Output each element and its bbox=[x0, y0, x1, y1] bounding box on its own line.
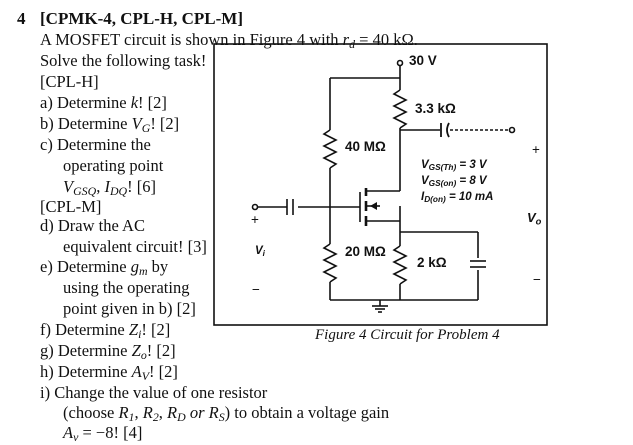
rd-resistor bbox=[392, 89, 408, 129]
vgs-on-spec: VGS(on) = 8 V bbox=[421, 175, 487, 189]
cpl-m-header: [CPL-M] bbox=[40, 197, 102, 216]
solve-instruction: Solve the following task! bbox=[40, 51, 207, 70]
task-b-tail: ! [2] bbox=[150, 114, 180, 133]
supply-terminal bbox=[396, 59, 404, 67]
task-f: f) Determine Zi! [2] bbox=[40, 320, 170, 342]
task-c-sub1: GSQ bbox=[73, 183, 97, 198]
cpl-h-header: [CPL-H] bbox=[40, 72, 99, 91]
r2-resistor bbox=[322, 243, 338, 283]
task-i-line3: Av = −8! [4] bbox=[63, 423, 142, 445]
task-f-text: Determine bbox=[55, 320, 129, 339]
task-c: c) Determine the bbox=[40, 135, 151, 155]
task-c-line1: Determine the bbox=[56, 135, 151, 154]
vi-minus: − bbox=[252, 282, 260, 297]
vo-plus: + bbox=[532, 142, 540, 157]
task-e-var: g bbox=[130, 257, 139, 276]
task-a-tail: ! [2] bbox=[138, 93, 167, 112]
task-i-line1: Change the value of one resistor bbox=[54, 383, 268, 402]
task-c-var2: I bbox=[104, 177, 110, 196]
rd-symbol: r bbox=[342, 30, 350, 49]
vi-label: Vi bbox=[255, 245, 265, 259]
task-b-var: V bbox=[131, 114, 142, 133]
task-g-text: Determine bbox=[57, 341, 132, 360]
task-c-var1: V bbox=[63, 177, 74, 196]
task-i-letter: i) bbox=[40, 383, 51, 402]
task-c-line2: operating point bbox=[63, 156, 164, 175]
task-f-tail: ! [2] bbox=[141, 320, 171, 339]
task-g-letter: g) bbox=[40, 341, 54, 360]
task-a-letter: a) bbox=[40, 93, 53, 112]
task-i-line2: (choose R1, R2, RD or RS) to obtain a vo… bbox=[63, 403, 390, 424]
task-d-line2: equivalent circuit! [3] bbox=[63, 237, 207, 256]
input-terminal bbox=[251, 203, 259, 211]
r2-label: 20 MΩ bbox=[345, 244, 386, 259]
id-on-spec: ID(on) = 10 mA bbox=[421, 191, 494, 205]
task-g: g) Determine Zo! [2] bbox=[40, 341, 176, 363]
task-g-tail: ! [2] bbox=[146, 341, 176, 360]
task-a: a) Determine k! [2] bbox=[40, 93, 167, 113]
task-c-letter: c) bbox=[40, 135, 53, 154]
task-b-text: Determine bbox=[57, 114, 132, 133]
task-i-av: A bbox=[63, 423, 74, 442]
task-e-line3: point given in b) [2] bbox=[63, 299, 196, 318]
output-cap-plate-right bbox=[446, 122, 450, 138]
task-f-var: Z bbox=[128, 320, 139, 339]
task-i: i) Change the value of one resistor bbox=[40, 383, 267, 403]
task-d: d) Draw the AC bbox=[40, 216, 145, 236]
task-i-or: or bbox=[185, 403, 209, 422]
figure-caption: Figure 4 Circuit for Problem 4 bbox=[315, 327, 500, 343]
mosfet-arrow-icon bbox=[370, 202, 377, 210]
task-c-sub2: DQ bbox=[109, 183, 128, 198]
task-h-text: Determine bbox=[57, 362, 132, 381]
task-i-av-sub: v bbox=[73, 429, 79, 444]
task-e: e) Determine gm by bbox=[40, 257, 168, 279]
output-terminal bbox=[508, 126, 516, 134]
task-h-sub: V bbox=[141, 368, 149, 383]
vgs-th-spec: VGS(Th) = 3 V bbox=[421, 159, 487, 173]
r1-resistor bbox=[322, 129, 338, 169]
task-i-line2-end: ) to obtain a voltage gain bbox=[224, 403, 390, 422]
supply-label: 30 V bbox=[409, 53, 437, 68]
task-b-letter: b) bbox=[40, 114, 54, 133]
vi-plus: + bbox=[251, 212, 259, 227]
task-e-sub: m bbox=[138, 263, 148, 278]
task-e-letter: e) bbox=[40, 257, 53, 276]
task-e-line1: Determine bbox=[56, 257, 131, 276]
rd-label: 3.3 kΩ bbox=[415, 101, 456, 116]
figure-frame bbox=[213, 43, 548, 326]
task-f-letter: f) bbox=[40, 320, 51, 339]
task-i-line2-prefix: (choose bbox=[63, 403, 119, 422]
task-d-line1: Draw the AC bbox=[57, 216, 145, 235]
task-h-letter: h) bbox=[40, 362, 54, 381]
vo-minus: − bbox=[533, 272, 541, 287]
task-i-rd: RD bbox=[167, 403, 186, 424]
task-i-r1: R1 bbox=[118, 403, 135, 424]
task-c-sep: , bbox=[96, 177, 105, 196]
task-e-line2: using the operating bbox=[63, 278, 190, 297]
task-g-sub: o bbox=[140, 347, 147, 362]
task-h-var: A bbox=[131, 362, 142, 381]
task-b: b) Determine VG! [2] bbox=[40, 114, 179, 136]
task-g-var: Z bbox=[131, 341, 141, 360]
problem-number: 4 bbox=[17, 9, 26, 28]
task-a-var: k bbox=[130, 93, 139, 112]
r1-label: 40 MΩ bbox=[345, 139, 386, 154]
rs-resistor bbox=[392, 245, 408, 285]
task-e-line1-tail: by bbox=[147, 257, 169, 276]
task-c-line3: VGSQ, IDQ! [6] bbox=[63, 177, 156, 199]
vo-label: Vo bbox=[527, 210, 542, 227]
task-h: h) Determine AV! [2] bbox=[40, 362, 178, 384]
task-i-r2: R2 bbox=[142, 403, 159, 424]
rs-label: 2 kΩ bbox=[417, 255, 447, 270]
task-b-sub: G bbox=[141, 120, 151, 135]
task-d-letter: d) bbox=[40, 216, 54, 235]
task-a-text: Determine bbox=[56, 93, 131, 112]
task-h-tail: ! [2] bbox=[149, 362, 178, 381]
task-i-line3-tail: = −8! [4] bbox=[78, 423, 143, 442]
task-f-sub: i bbox=[138, 326, 142, 341]
task-i-rs: RS bbox=[208, 403, 225, 424]
problem-tags: [CPMK-4, CPL-H, CPL-M] bbox=[40, 9, 244, 28]
task-c-tail: ! [6] bbox=[127, 177, 156, 196]
